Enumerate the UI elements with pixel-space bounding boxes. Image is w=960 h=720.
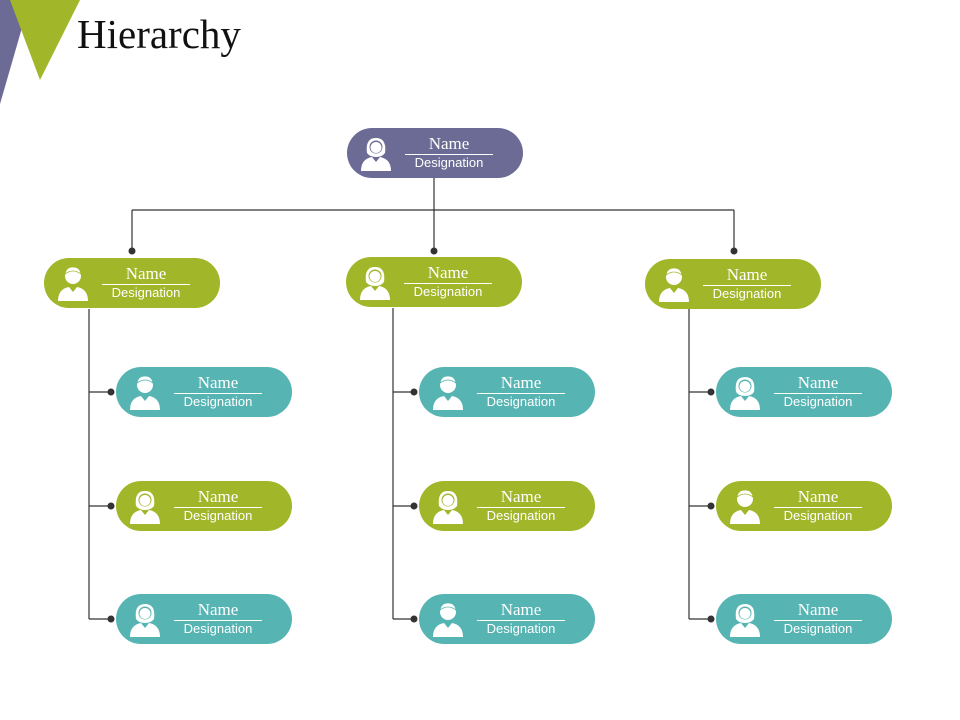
node-name: Name xyxy=(174,374,262,394)
corner-decoration xyxy=(0,0,80,104)
female-user-icon xyxy=(128,488,162,524)
node-designation: Designation xyxy=(183,508,253,523)
org-node-col3-child1: Name Designation xyxy=(716,367,892,417)
org-node-col2-child1: Name Designation xyxy=(419,367,595,417)
node-name: Name xyxy=(477,601,565,621)
female-user-icon xyxy=(128,601,162,637)
node-name: Name xyxy=(703,266,791,286)
org-node-col2-child3: Name Designation xyxy=(419,594,595,644)
org-node-level1-right: Name Designation xyxy=(645,259,821,309)
node-designation: Designation xyxy=(783,394,853,409)
node-designation: Designation xyxy=(712,286,782,301)
node-name: Name xyxy=(774,374,862,394)
node-name: Name xyxy=(774,601,862,621)
node-name: Name xyxy=(477,374,565,394)
node-designation: Designation xyxy=(783,621,853,636)
org-node-col1-child3: Name Designation xyxy=(116,594,292,644)
male-user-icon xyxy=(128,374,162,410)
node-designation: Designation xyxy=(486,394,556,409)
male-user-icon xyxy=(56,265,90,301)
female-user-icon xyxy=(431,488,465,524)
node-designation: Designation xyxy=(183,394,253,409)
node-designation: Designation xyxy=(414,155,484,170)
org-node-level1-left: Name Designation xyxy=(44,258,220,308)
node-designation: Designation xyxy=(783,508,853,523)
node-designation: Designation xyxy=(183,621,253,636)
node-name: Name xyxy=(774,488,862,508)
male-user-icon xyxy=(657,266,691,302)
node-designation: Designation xyxy=(486,508,556,523)
org-node-col3-child3: Name Designation xyxy=(716,594,892,644)
node-name: Name xyxy=(404,264,492,284)
female-user-icon xyxy=(358,264,392,300)
org-node-level1-center: Name Designation xyxy=(346,257,522,307)
org-node-col3-child2: Name Designation xyxy=(716,481,892,531)
node-name: Name xyxy=(174,601,262,621)
node-name: Name xyxy=(102,265,190,285)
female-user-icon xyxy=(728,374,762,410)
node-name: Name xyxy=(477,488,565,508)
org-node-root: Name Designation xyxy=(347,128,523,178)
org-node-col1-child1: Name Designation xyxy=(116,367,292,417)
male-user-icon xyxy=(431,601,465,637)
node-name: Name xyxy=(405,135,493,155)
node-designation: Designation xyxy=(111,285,181,300)
node-designation: Designation xyxy=(413,284,483,299)
female-user-icon xyxy=(359,135,393,171)
female-user-icon xyxy=(728,601,762,637)
male-user-icon xyxy=(431,374,465,410)
org-node-col1-child2: Name Designation xyxy=(116,481,292,531)
node-name: Name xyxy=(174,488,262,508)
male-user-icon xyxy=(728,488,762,524)
page-title: Hierarchy xyxy=(77,11,241,57)
org-node-col2-child2: Name Designation xyxy=(419,481,595,531)
node-designation: Designation xyxy=(486,621,556,636)
